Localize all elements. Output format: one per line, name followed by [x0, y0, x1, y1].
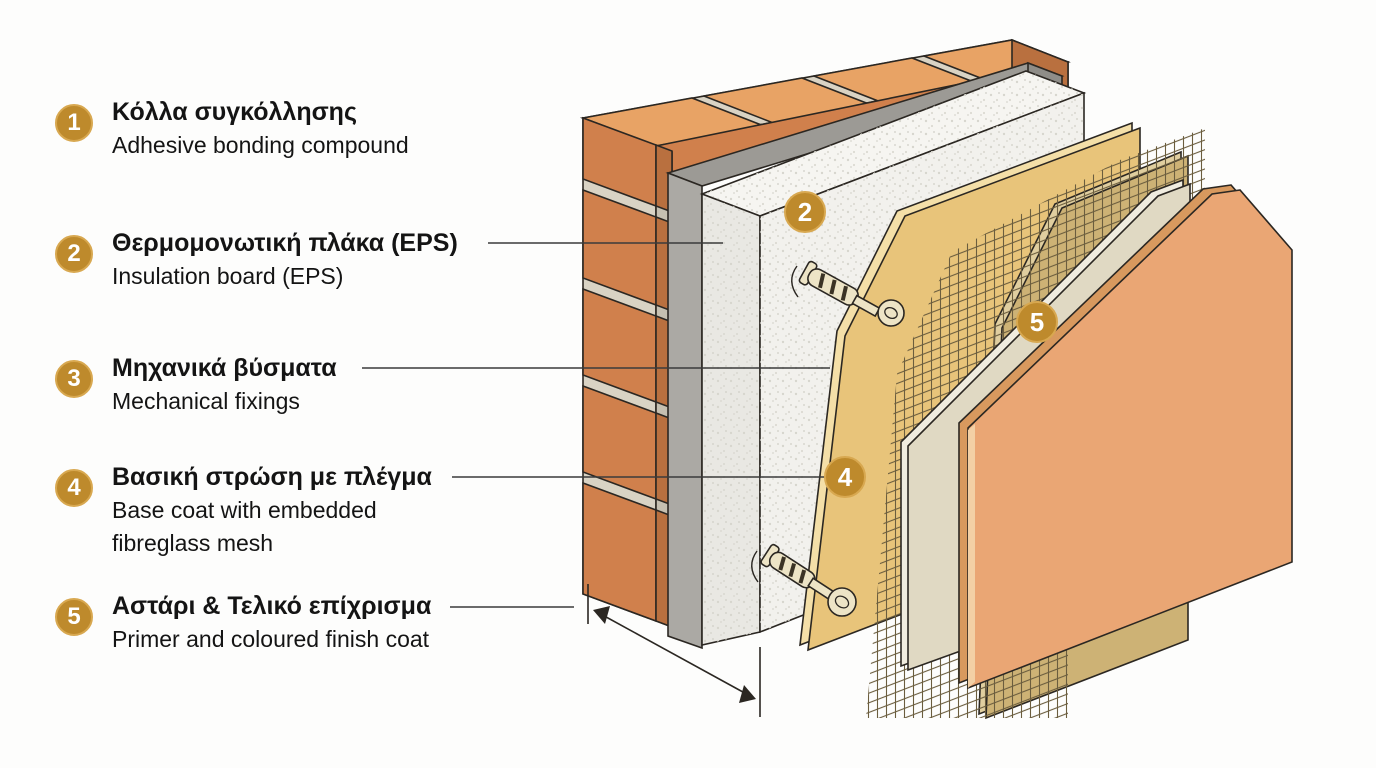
badge-primer-number: 5 [1030, 307, 1044, 337]
legend-badge-3: 3 [55, 360, 93, 398]
legend-english-5: Primer and coloured finish coat [112, 626, 430, 652]
brick-course [582, 116, 673, 214]
legend-item-adhesive: 1 Κόλλα συγκόλλησης Adhesive bonding com… [55, 95, 555, 162]
legend-english-2: Insulation board (EPS) [112, 263, 344, 289]
screw-head-recess [884, 306, 898, 320]
diagram-badges: 2 4 5 [784, 191, 1058, 498]
plug-slot [829, 279, 837, 295]
finish-side-strip [968, 424, 975, 688]
eps-top-texture [702, 71, 1084, 216]
badge-eps-number: 2 [798, 197, 812, 227]
leader-lines [362, 242, 830, 608]
badge-base-coat-number: 4 [838, 462, 853, 492]
badge-base-coat: 4 [824, 456, 866, 498]
plug-slot [840, 285, 848, 301]
screw-head [877, 299, 905, 327]
legend-badge-1: 1 [55, 104, 93, 142]
brick-wall-column [582, 116, 673, 629]
dimension-arrowhead-left [593, 606, 610, 624]
legend-greek-1: Κόλλα συγκόλλησης [112, 98, 357, 126]
dimension-line [596, 611, 753, 698]
legend-english-3: Mechanical fixings [112, 388, 300, 414]
dimension-arrowhead-right [739, 685, 756, 703]
screw-head-recess [834, 595, 850, 609]
legend-greek-5: Αστάρι & Τελικό επίχρισμα [112, 592, 432, 620]
plug-slot [798, 569, 807, 584]
badge-eps: 2 [784, 191, 826, 233]
legend: 1 Κόλλα συγκόλλησης Adhesive bonding com… [0, 0, 560, 768]
legend-greek-2: Θερμομονωτική πλάκα (EPS) [112, 229, 458, 257]
plug-slot [818, 273, 826, 289]
finish-coat-panel [958, 184, 1293, 690]
legend-greek-4: Βασική στρώση με πλέγμα [112, 463, 432, 491]
badge-primer: 5 [1016, 301, 1058, 343]
adhesive-left-face [667, 171, 703, 650]
eps-left-texture [702, 194, 760, 645]
fixing-spread-mark [791, 265, 799, 298]
legend-english-4: Base coat with embedded fibreglass mesh [112, 497, 377, 556]
legend-english-1: Adhesive bonding compound [112, 132, 409, 158]
dimension [587, 584, 761, 717]
legend-item-insulation: 2 Θερμομονωτική πλάκα (EPS) Insulation b… [55, 226, 555, 293]
mechanical-fixing-lower [751, 543, 857, 617]
legend-badge-2: 2 [55, 235, 93, 273]
mechanical-fixing-upper [791, 260, 905, 327]
legend-item-base-coat: 4 Βασική στρώση με πλέγμα Base coat with… [55, 460, 555, 560]
legend-badge-5: 5 [55, 598, 93, 636]
screw-head [827, 587, 857, 617]
plug-slot [778, 556, 786, 571]
fixing-spread-mark [751, 550, 759, 583]
plug-slot [788, 562, 797, 578]
legend-badge-4: 4 [55, 469, 93, 507]
legend-item-fixings: 3 Μηχανικά βύσματα Mechanical fixings [55, 351, 555, 418]
legend-item-finish: 5 Αστάρι & Τελικό επίχρισμα Primer and c… [55, 589, 555, 656]
legend-greek-3: Μηχανικά βύσματα [112, 354, 337, 382]
